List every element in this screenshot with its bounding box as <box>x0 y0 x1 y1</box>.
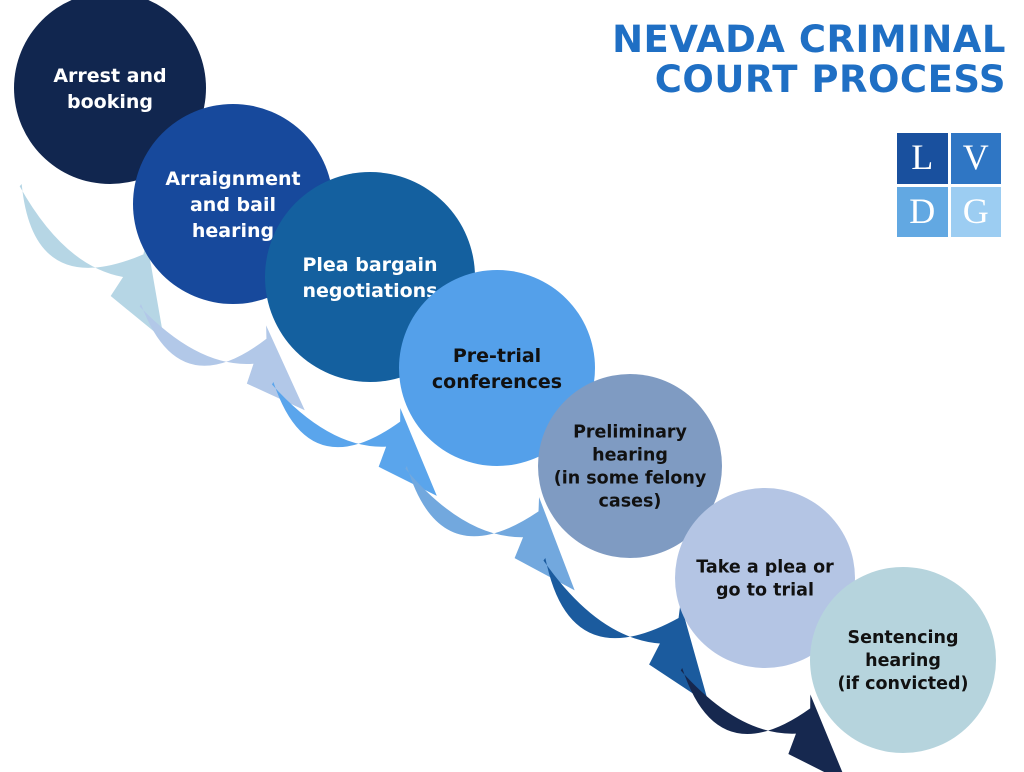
flow-step-circle-7[interactable] <box>810 567 996 753</box>
logo-cell-d: D <box>897 186 948 237</box>
logo-cell-g: G <box>950 186 1001 237</box>
flow-arrow-2-shape <box>139 304 305 411</box>
flow-arrow-4 <box>405 466 575 591</box>
title-line-1: NEVADA CRIMINAL <box>612 18 1006 61</box>
lvdg-logo: L V D G <box>897 133 1001 237</box>
logo-cell-l: L <box>897 133 948 184</box>
flow-step-circle-4[interactable] <box>399 270 595 466</box>
flow-arrow-6-shape <box>680 668 843 772</box>
page-title: NEVADA CRIMINAL COURT PROCESS <box>586 20 1006 100</box>
flow-arrow-2 <box>139 304 305 411</box>
flow-arrow-5 <box>543 558 709 705</box>
flow-arrow-3 <box>271 382 437 496</box>
arrow-layer <box>19 184 843 772</box>
flow-arrow-6 <box>680 668 843 772</box>
logo-letter-g: G <box>962 190 989 231</box>
logo-letter-v: V <box>962 137 989 178</box>
flow-arrow-1 <box>19 184 164 340</box>
flow-step-circle-5[interactable] <box>538 374 722 558</box>
flow-arrow-4-shape <box>405 466 575 591</box>
flow-arrow-3-shape <box>271 382 437 496</box>
logo-letter-d: D <box>909 190 936 231</box>
flow-arrow-1-shape <box>19 184 164 340</box>
logo-cell-v: V <box>950 133 1001 184</box>
flow-arrow-5-shape <box>543 558 709 705</box>
title-line-2: COURT PROCESS <box>654 57 1006 101</box>
logo-letter-l: L <box>911 137 934 178</box>
flow-step-circle-6[interactable] <box>675 488 855 668</box>
